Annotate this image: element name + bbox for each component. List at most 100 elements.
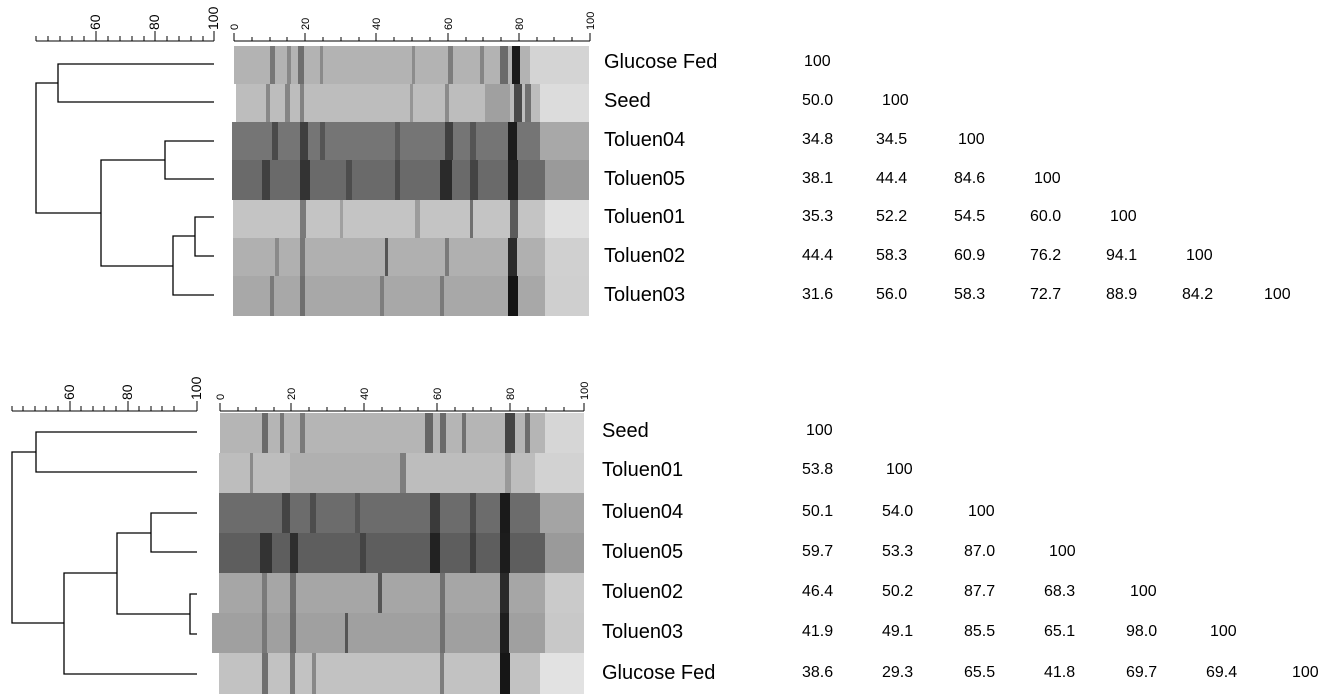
matrix-cell: 59.7 <box>802 543 834 560</box>
matrix-cell: 94.1 <box>1106 247 1138 264</box>
matrix-cell: 100 <box>1186 247 1213 264</box>
sample-label: Toluen04 <box>602 501 684 523</box>
gel-lane-5 <box>219 573 584 613</box>
matrix-cell: 38.1 <box>802 170 834 187</box>
branch-toluen01-02 <box>194 216 214 257</box>
matrix-cell: 100 <box>968 503 995 520</box>
scale-label-60: 60 <box>87 14 103 30</box>
branch-root <box>35 82 101 214</box>
scale-label-80: 80 <box>146 14 162 30</box>
branch-root <box>11 451 64 624</box>
figure-graphics-bottom: 60 80 100 <box>11 376 591 694</box>
matrix-cell: 54.0 <box>882 503 914 520</box>
matrix-cell: 35.3 <box>802 208 834 225</box>
matrix-cell: 38.6 <box>802 664 834 681</box>
matrix-cell: 44.4 <box>876 170 908 187</box>
gel-label-60: 60 <box>432 388 444 400</box>
gel-lane-4 <box>219 533 584 573</box>
matrix-cell: 50.0 <box>802 92 834 109</box>
matrix-cell: 65.5 <box>964 664 996 681</box>
matrix-cell: 87.7 <box>964 583 996 600</box>
sample-label: Seed <box>604 90 651 112</box>
matrix-cell: 50.1 <box>802 503 834 520</box>
gel-label-0: 0 <box>229 24 241 30</box>
matrix-cell: 50.2 <box>882 583 914 600</box>
gel-label-100: 100 <box>585 12 597 30</box>
matrix-cell: 100 <box>1110 208 1137 225</box>
branch-glucose-seed <box>57 63 214 103</box>
sample-label: Toluen03 <box>602 621 684 643</box>
gel-lane-6 <box>233 238 589 276</box>
gel-label-0: 0 <box>215 394 227 400</box>
matrix-cell: 34.8 <box>802 131 834 148</box>
gel-label-60: 60 <box>443 18 455 30</box>
similarity-scale: 60 80 100 <box>11 376 204 412</box>
sample-label: Glucose Fed <box>604 51 718 73</box>
gel-lane-3 <box>219 493 584 533</box>
matrix-cell: 100 <box>1210 623 1237 640</box>
sample-label: Toluen05 <box>602 541 684 563</box>
sample-label: Toluen02 <box>602 581 684 603</box>
matrix-cell: 100 <box>1264 286 1291 303</box>
gel-label-40: 40 <box>371 18 383 30</box>
gel-lane-3 <box>232 122 589 160</box>
matrix-cell: 100 <box>1049 543 1076 560</box>
gel-lane-6 <box>212 613 584 653</box>
matrix-cell: 76.2 <box>1030 247 1062 264</box>
matrix-cell: 52.2 <box>876 208 908 225</box>
branch-toluen04-05 <box>164 140 214 180</box>
matrix-cell: 54.5 <box>954 208 986 225</box>
gel-label-20: 20 <box>286 388 298 400</box>
sample-label: Toluen01 <box>602 459 684 481</box>
scale-label-100: 100 <box>205 6 221 30</box>
gel-lane-1 <box>220 413 584 453</box>
matrix-cell: 29.3 <box>882 664 914 681</box>
scale-label-100: 100 <box>188 376 204 400</box>
matrix-cell: 100 <box>804 53 831 70</box>
matrix-cell: 53.8 <box>802 461 834 478</box>
matrix-cell: 46.4 <box>802 583 834 600</box>
gel-lane-1 <box>234 46 589 84</box>
matrix-cell: 34.5 <box>876 131 908 148</box>
sample-label: Seed <box>602 420 649 442</box>
dendrogram-tree <box>11 431 197 675</box>
branch-seed-toluen01 <box>35 431 197 473</box>
dendrogram-tree <box>35 63 214 296</box>
matrix-cell: 98.0 <box>1126 623 1158 640</box>
matrix-cell: 56.0 <box>876 286 908 303</box>
gel-lane-5 <box>233 200 589 238</box>
matrix-cell: 72.7 <box>1030 286 1062 303</box>
gel-lanes-bottom <box>212 413 584 694</box>
matrix-cell: 84.2 <box>1182 286 1214 303</box>
sample-label: Toluen04 <box>604 129 686 151</box>
gel-label-80: 80 <box>514 18 526 30</box>
gel-minor-ticks <box>233 33 591 41</box>
branch-toluen02-03 <box>189 593 197 635</box>
matrix-cell: 65.1 <box>1044 623 1076 640</box>
sample-label: Toluen03 <box>604 284 686 306</box>
matrix-cell: 100 <box>882 92 909 109</box>
gel-scale: 0 20 40 60 80 100 <box>215 382 591 412</box>
matrix-cell: 60.9 <box>954 247 986 264</box>
matrix-cell: 41.9 <box>802 623 834 640</box>
matrix-cell: 53.3 <box>882 543 914 560</box>
matrix-cell: 87.0 <box>964 543 996 560</box>
gel-label-100: 100 <box>579 382 591 400</box>
sample-label: Glucose Fed <box>602 662 716 684</box>
matrix-cell: 100 <box>1292 664 1319 681</box>
gel-minor-ticks <box>219 403 585 411</box>
similarity-scale: 60 80 100 <box>35 6 221 42</box>
branch-toluen01-03 <box>172 235 214 296</box>
scale-label-80: 80 <box>119 384 135 400</box>
gel-lane-7 <box>219 653 584 694</box>
gel-lane-2 <box>219 453 584 493</box>
branch-glucose <box>63 572 197 675</box>
scale-minor-ticks <box>35 31 215 41</box>
matrix-cell: 69.4 <box>1206 664 1238 681</box>
gel-scale: 0 20 40 60 80 100 <box>229 12 597 42</box>
figure-graphics-top: 60 80 100 <box>35 6 597 316</box>
dendrogram-panel-top: 60 80 100 <box>0 0 1331 330</box>
matrix-cell: 69.7 <box>1126 664 1158 681</box>
matrix-cell: 58.3 <box>954 286 986 303</box>
matrix-cell: 100 <box>886 461 913 478</box>
